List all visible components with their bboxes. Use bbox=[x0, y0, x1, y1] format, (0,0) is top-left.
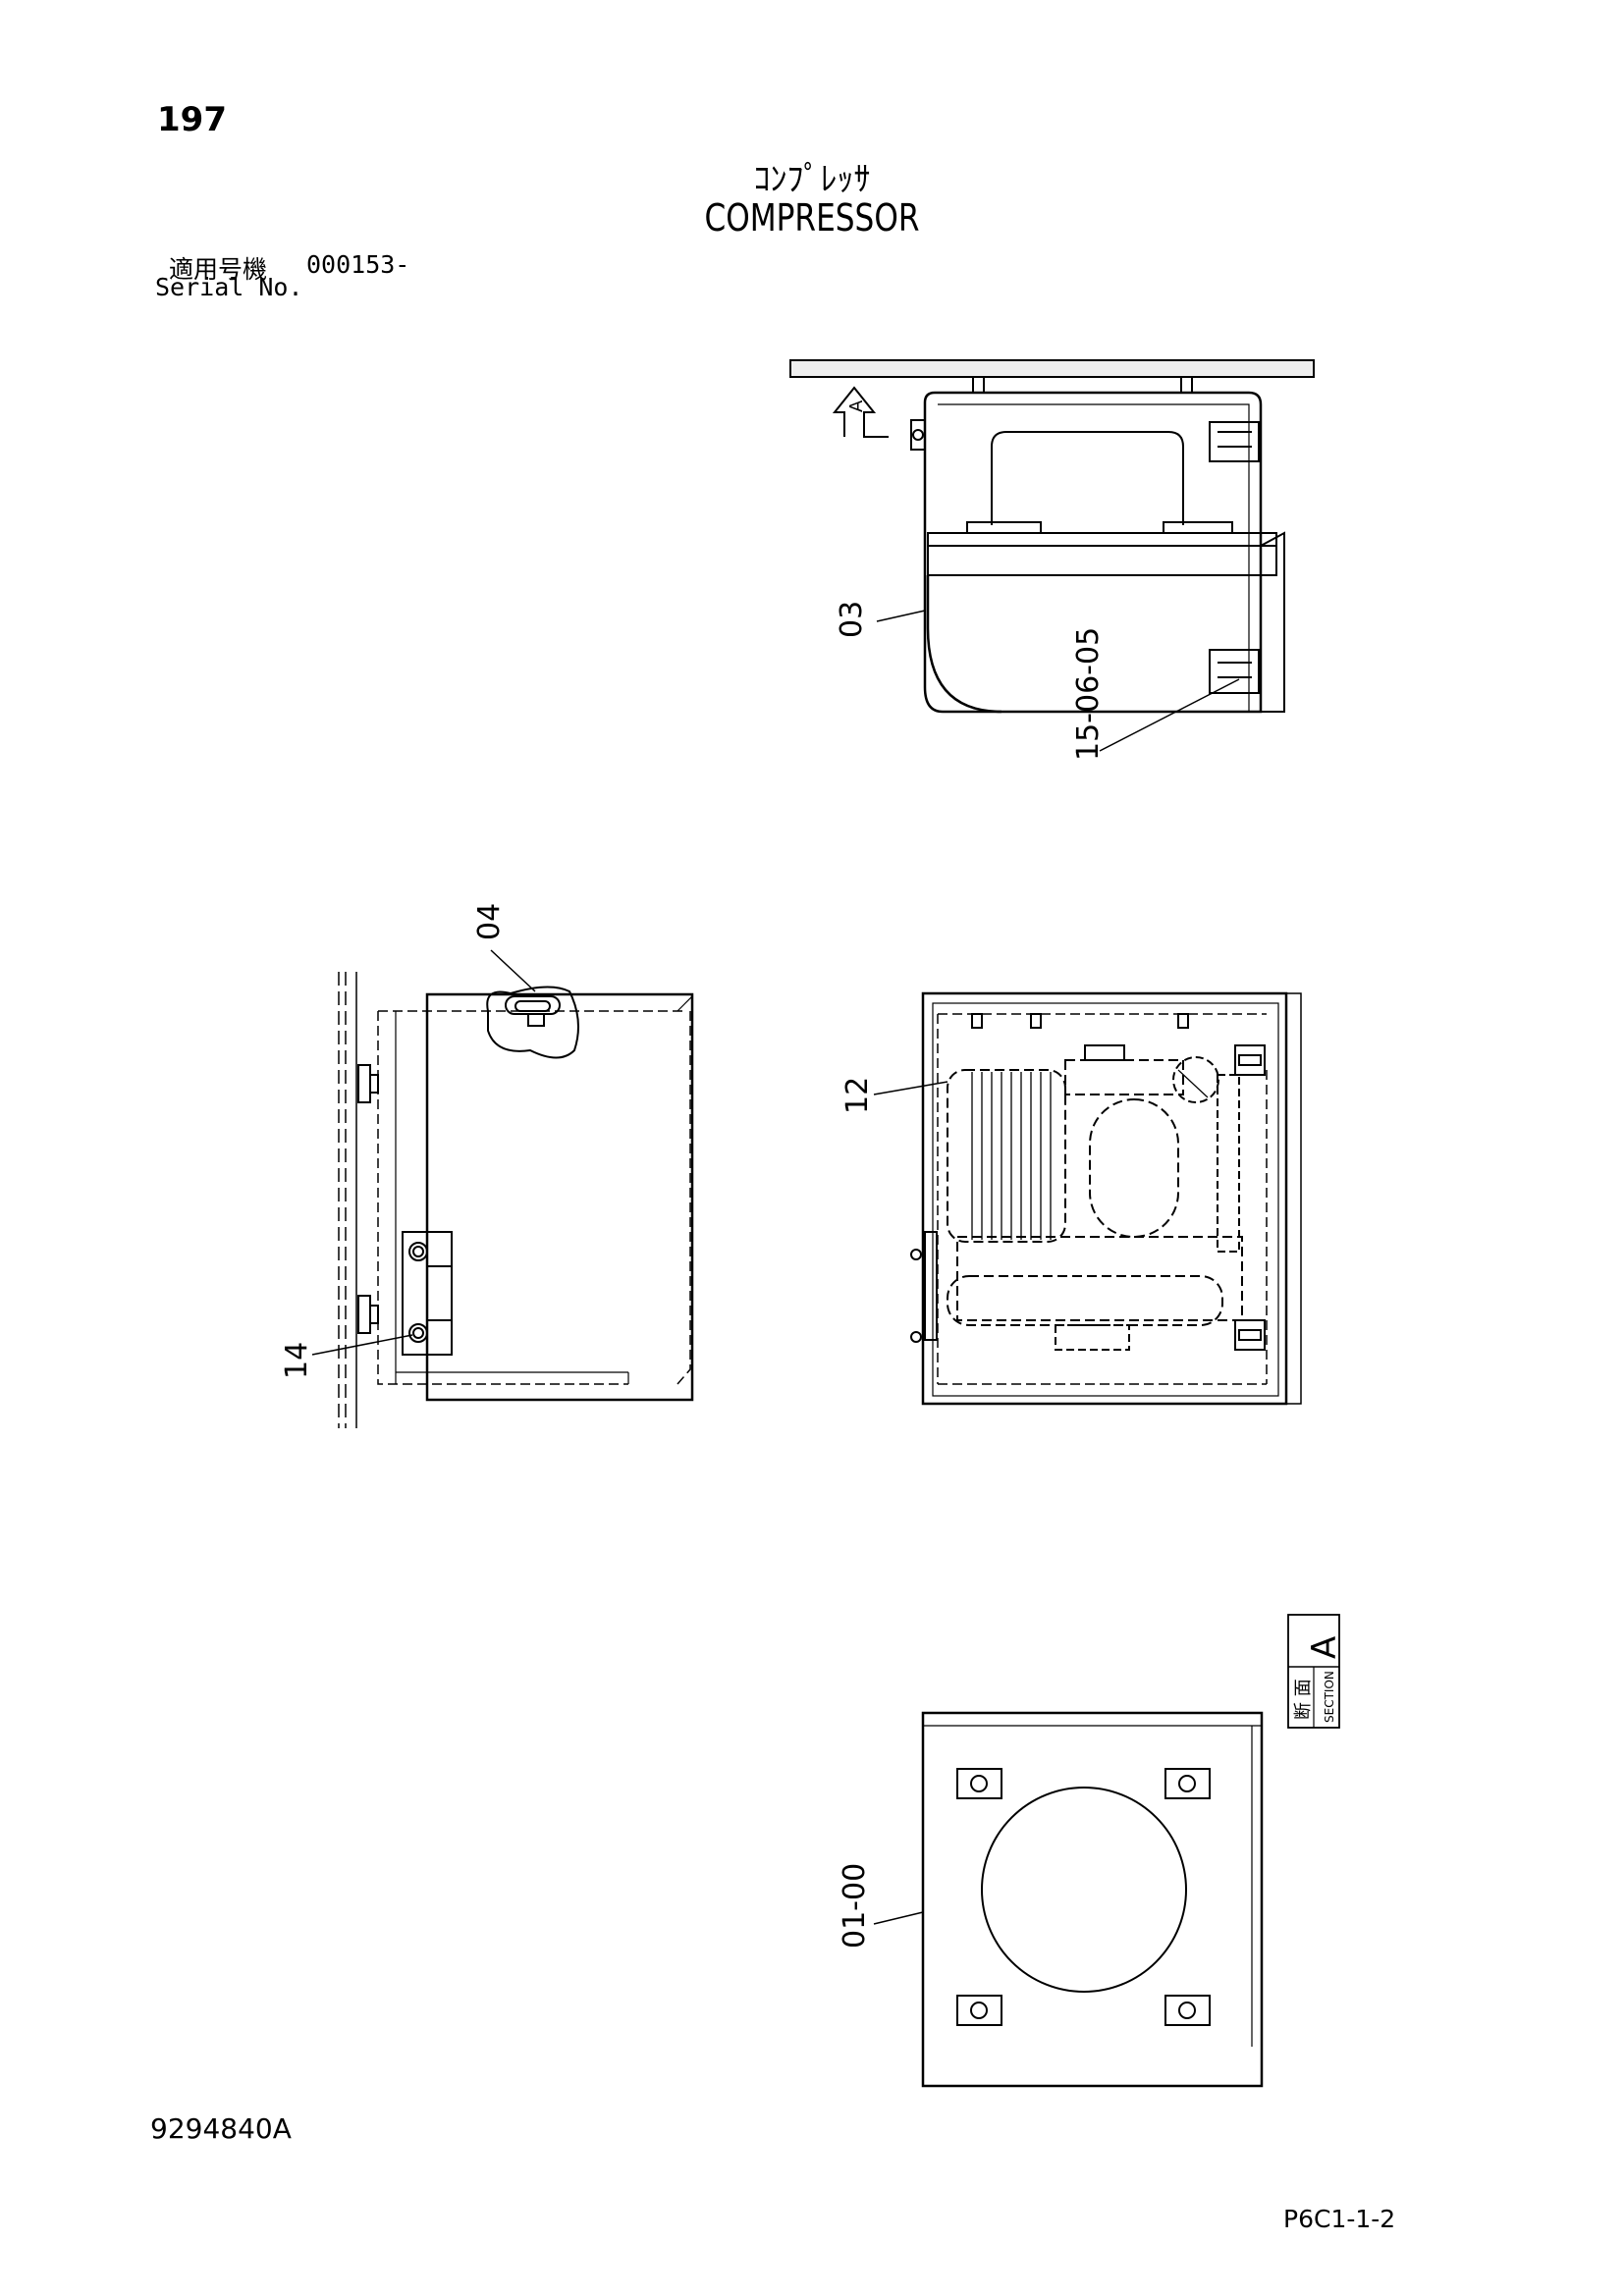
title-japanese: ｺﾝﾌﾟﾚｯｻ bbox=[753, 160, 871, 199]
side-view bbox=[311, 949, 694, 1428]
page-code: P6C1-1-2 bbox=[1283, 2205, 1396, 2233]
base bbox=[956, 1236, 1243, 1321]
title-english: COMPRESSOR bbox=[704, 196, 920, 240]
section-marker bbox=[1287, 1614, 1340, 1729]
leader-03 bbox=[876, 610, 926, 622]
mount-hole bbox=[956, 1995, 1002, 2026]
side-flange bbox=[1260, 531, 1285, 713]
cover-rounded-corner bbox=[926, 575, 1002, 714]
cross-bar bbox=[927, 532, 1277, 547]
foot-left bbox=[966, 521, 1042, 534]
serial-label-japanese: 適用号機 bbox=[169, 255, 268, 284]
cover-front bbox=[921, 991, 1288, 1406]
base-plate bbox=[921, 1711, 1264, 2088]
stud bbox=[972, 376, 985, 394]
callout-01-00: 01-00 bbox=[838, 1863, 872, 1949]
leader-14 bbox=[311, 1334, 413, 1356]
latch-right-top bbox=[1234, 1044, 1266, 1076]
mount-hole bbox=[1164, 1995, 1211, 2026]
cover-side bbox=[425, 992, 694, 1402]
callout-15-06-05: 15-06-05 bbox=[1071, 627, 1106, 761]
foot-right bbox=[1163, 521, 1233, 534]
mounting-plate bbox=[789, 359, 1315, 378]
latch-bottom bbox=[1209, 649, 1260, 694]
serial-label-english: Serial No. bbox=[155, 273, 303, 301]
hinge-front bbox=[924, 1231, 938, 1341]
cover-outline bbox=[923, 391, 1263, 714]
view-arrow bbox=[832, 386, 889, 438]
cutaway bbox=[486, 986, 579, 1059]
cross-bar-lower bbox=[927, 545, 1277, 576]
callout-12: 12 bbox=[840, 1077, 875, 1114]
tank bbox=[1089, 1098, 1179, 1238]
latch-right-bottom bbox=[1234, 1319, 1266, 1351]
top-view: A bbox=[789, 359, 1315, 752]
front-view bbox=[873, 991, 1302, 1406]
callout-04: 04 bbox=[472, 903, 507, 940]
callout-14: 14 bbox=[280, 1342, 314, 1379]
callout-03: 03 bbox=[835, 601, 869, 638]
cooling-fins bbox=[971, 1072, 1052, 1240]
stud bbox=[1180, 376, 1193, 394]
leader-12 bbox=[873, 1081, 948, 1095]
section-label-japanese: 断 面 bbox=[1293, 1679, 1314, 1720]
section-label-english: SECTION bbox=[1323, 1671, 1336, 1723]
section-view bbox=[873, 1711, 1264, 2088]
bracket bbox=[357, 1295, 371, 1334]
cover-inner-line bbox=[938, 403, 1250, 712]
document-number: 9294840A bbox=[150, 2112, 292, 2145]
bolt bbox=[912, 429, 924, 441]
serial-number-value: 000153- bbox=[306, 250, 410, 279]
leader-01-00 bbox=[873, 1911, 924, 1925]
bracket bbox=[357, 1064, 371, 1103]
leader-04 bbox=[490, 949, 536, 992]
latch-top bbox=[1209, 421, 1260, 462]
compressor-body bbox=[991, 431, 1184, 525]
hinge-left bbox=[910, 419, 926, 451]
motor-opening bbox=[981, 1787, 1187, 1993]
motor-body bbox=[947, 1069, 1066, 1243]
leader-15-06-05 bbox=[1099, 678, 1240, 752]
section-letter: A bbox=[1305, 1636, 1344, 1659]
mount-hole bbox=[1164, 1768, 1211, 1799]
mount-hole bbox=[956, 1768, 1002, 1799]
page-number: 197 bbox=[157, 100, 227, 139]
view-arrow-letter: A bbox=[846, 400, 867, 412]
